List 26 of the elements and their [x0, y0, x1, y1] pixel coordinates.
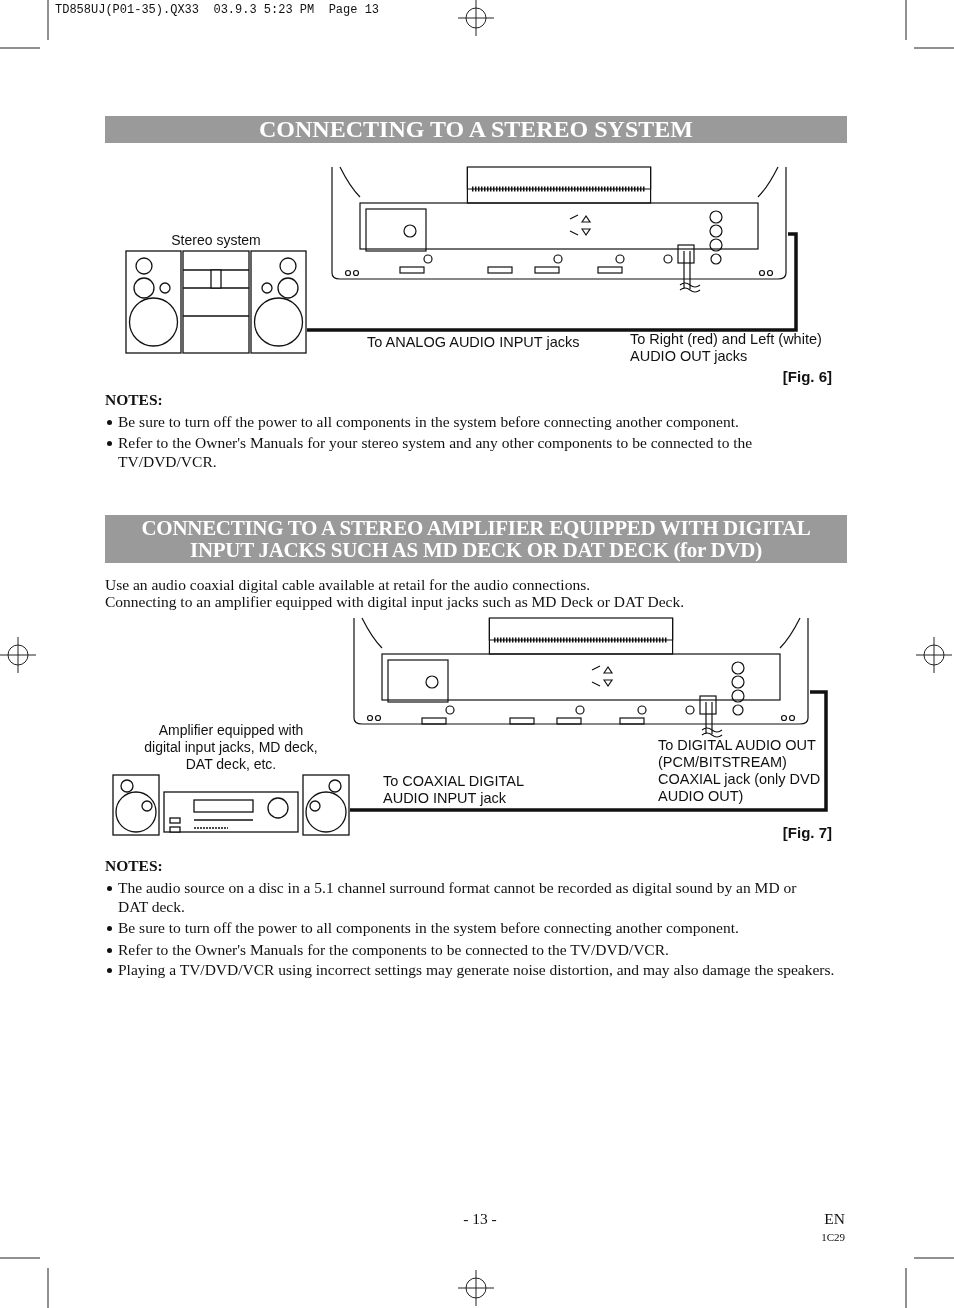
note-text: Playing a TV/DVD/VCR using incorrect settings may generate noise distortion, and may also damage the speakers.: [118, 960, 836, 979]
page-number: - 13 -: [462, 1209, 498, 1228]
jack-label: To ANALOG AUDIO INPUT jacks: [367, 334, 581, 351]
caption-text: Amplifier equipped with digital input jacks, MD deck, DAT deck, etc.: [143, 722, 319, 773]
note-text: The audio source on a disc in a 5.1 channel surround format cannot be recorded as digital sound by an MD or DAT deck.: [118, 878, 798, 916]
figure-label: [Fig. 7]: [781, 824, 832, 841]
section-heading: CONNECTING TO A STEREO AMPLIFIER EQUIPPED WITH DIGITAL INPUT JACKS SUCH AS MD DECK OR DAT DECK (for DVD): [105, 515, 847, 563]
language-code: EN: [823, 1209, 845, 1228]
audio-cable: [307, 232, 798, 332]
caption-text: Stereo system: [170, 232, 262, 249]
print-code: 1C29: [820, 1230, 845, 1245]
intro-text: Connecting to an amplifier equipped with digital input jacks such as MD Deck or DAT Deck.: [105, 593, 686, 611]
note-text: Be sure to turn off the power to all components in the system before connecting another component.: [118, 918, 740, 937]
note-text: Be sure to turn off the power to all components in the system before connecting another component.: [118, 412, 740, 431]
section-heading: CONNECTING TO A STEREO SYSTEM: [105, 116, 847, 143]
jack-label: To Right (red) and Left (white) AUDIO OUT jacks: [630, 331, 823, 365]
jack-label: To DIGITAL AUDIO OUT (PCM/BITSTREAM) COAXIAL jack (only DVD AUDIO OUT): [658, 737, 822, 805]
header-slug: TD858UJ(P01-35).QX33 03.9.3 5:23 PM Page 13: [55, 3, 381, 17]
audio-cable: [350, 690, 828, 812]
figure-label: [Fig. 6]: [781, 368, 832, 385]
intro-text: Use an audio coaxial digital cable available at retail for the audio connections.: [105, 575, 592, 594]
note-text: Refer to the Owner's Manuals for the components to be connected to the TV/DVD/VCR.: [118, 940, 670, 959]
jack-label: To COAXIAL DIGITAL AUDIO INPUT jack: [383, 773, 525, 807]
note-text: Refer to the Owner's Manuals for your stereo system and any other components to be connected to the TV/DVD/VCR.: [118, 433, 754, 471]
notes-heading: NOTES:: [105, 390, 164, 409]
notes-heading: NOTES:: [105, 856, 164, 875]
